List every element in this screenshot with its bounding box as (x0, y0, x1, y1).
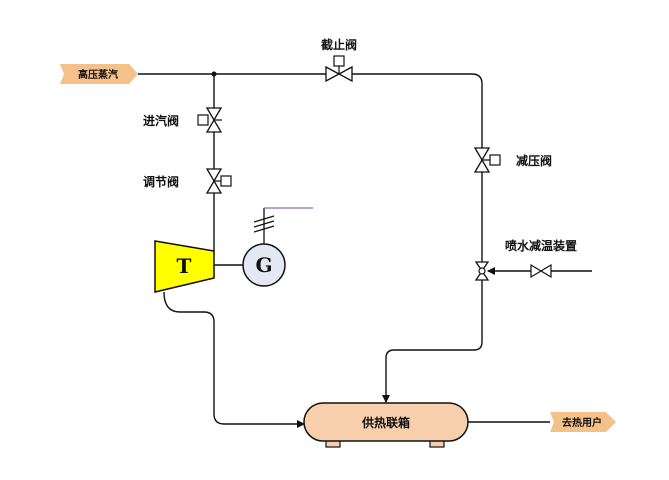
turbine-label: T (177, 254, 192, 278)
header-label: 供热联箱 (361, 415, 410, 430)
main-steam-pipe (138, 71, 483, 148)
inlet-valve: 进汽阀 (143, 107, 223, 133)
pressure-reducing-pipe (382, 172, 483, 403)
output-tag-label: 去热用户 (562, 416, 602, 429)
output-tag-shape (550, 412, 616, 432)
regulating-valve-label: 调节阀 (143, 174, 179, 189)
desuperheater-label: 喷水减温装置 (505, 238, 577, 253)
turbine: T (154, 240, 215, 293)
spray-water-line (487, 263, 592, 279)
generator: G (242, 243, 286, 287)
generator-output-line (253, 207, 313, 244)
stop-valve: 截止阀 (321, 37, 357, 83)
high-pressure-steam-tag: 高压蒸汽 (60, 64, 138, 84)
inlet-valve-label: 进汽阀 (143, 113, 179, 128)
input-tag-label: 高压蒸汽 (78, 68, 118, 81)
pressure-reducing-valve: 减压阀 (473, 147, 552, 173)
to-users-tag: 去热用户 (550, 412, 616, 432)
turbine-shape (154, 240, 215, 293)
input-tag-shape (60, 64, 138, 84)
generator-label: G (255, 253, 272, 277)
regulating-valve: 调节阀 (143, 168, 232, 194)
stop-valve-label: 截止阀 (321, 37, 357, 52)
heat-supply-header: 供热联箱 (303, 402, 469, 448)
exhaust-pipe (163, 291, 305, 428)
desuperheater: 喷水减温装置 (474, 238, 577, 281)
pressure-reducing-valve-label: 减压阀 (516, 153, 552, 168)
